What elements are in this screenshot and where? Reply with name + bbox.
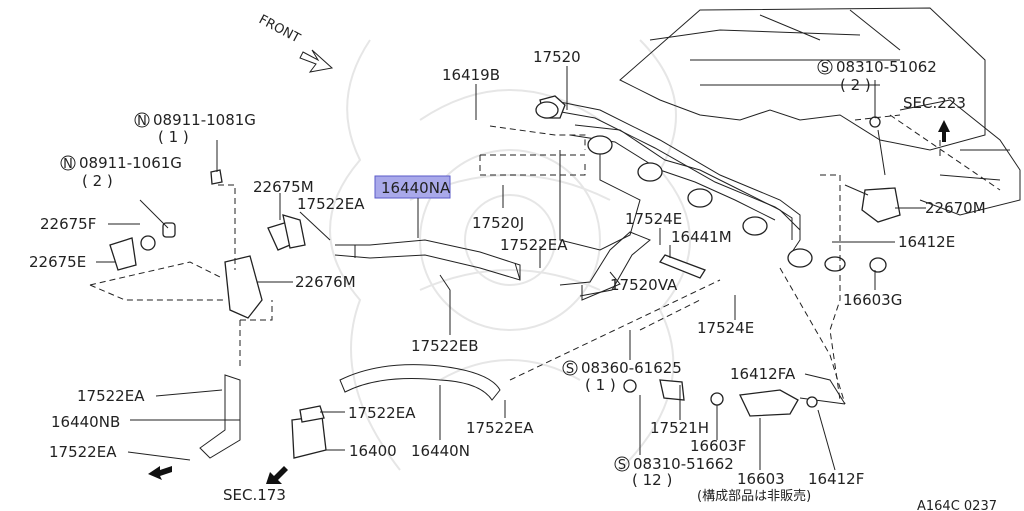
label-16412e: 16412E [898, 233, 955, 251]
label-sec223: SEC.223 [903, 94, 966, 112]
label-16603: 16603 [737, 470, 785, 488]
label-17521h: 17521H [650, 419, 709, 437]
label-16441m: 16441M [671, 228, 732, 246]
fuel-hoses [199, 231, 706, 459]
arrow-up-icon [938, 120, 950, 142]
label-17520j: 17520J [472, 214, 524, 232]
prefix-s2: S [566, 362, 574, 377]
fuel-filter [291, 405, 327, 459]
injector-assembly [623, 379, 846, 417]
label-22670m: 22670M [925, 199, 986, 217]
label-08911-1061g-qty: ( 2 ) [82, 172, 113, 190]
fuel-pressure-regulator [844, 80, 901, 223]
label-sec173: SEC.173 [223, 486, 286, 504]
label-17522ea-left1: 17522EA [77, 387, 145, 405]
label-16419b: 16419B [442, 66, 500, 84]
label-08310-51662-qty: ( 12 ) [632, 471, 672, 489]
arrow-left-icon [148, 466, 172, 480]
prefix-s1: S [821, 61, 829, 76]
label-08310-51062-qty: ( 2 ) [840, 76, 871, 94]
label-17522ea-left2: 17522EA [49, 443, 117, 461]
label-08310-51662: 08310-51662 [633, 455, 734, 473]
prefix-s3: S [618, 458, 626, 473]
label-17524e-top: 17524E [625, 210, 682, 228]
dashed-guides [89, 114, 1001, 405]
label-17520va: 17520VA [610, 276, 678, 294]
label-08911-1081g: 08911-1081G [153, 111, 256, 129]
label-diagram-code: A164C 0237 [917, 499, 997, 511]
prefix-n1: N [137, 114, 147, 129]
injector-bosses [535, 101, 887, 273]
label-16412f: 16412F [808, 470, 864, 488]
circle-prefixes: N N S S S [60, 59, 833, 473]
label-16440nb: 16440NB [51, 413, 120, 431]
label-17522ea-right: 17522EA [466, 419, 534, 437]
prefix-n2: N [63, 157, 73, 172]
part-labels: 16419B 17520 08310-51062 ( 2 ) SEC.223 0… [29, 48, 997, 511]
label-17522ea-top: 17522EA [297, 195, 365, 213]
label-17522ea-center: 17522EA [348, 404, 416, 422]
front-direction-indicator: FRONT [256, 12, 334, 73]
label-22675e: 22675E [29, 253, 86, 271]
arrow-down-left-icon [266, 466, 288, 484]
label-08310-51062: 08310-51062 [836, 58, 937, 76]
highlight-16440na [374, 175, 451, 199]
label-16412fa: 16412FA [730, 365, 796, 383]
label-22675f: 22675F [40, 215, 96, 233]
label-17520: 17520 [533, 48, 581, 66]
label-16603g: 16603G [843, 291, 902, 309]
label-16440na: 16440NA [381, 179, 451, 197]
label-17524e-bot: 17524E [697, 319, 754, 337]
label-08911-1081g-qty: ( 1 ) [158, 128, 189, 146]
label-22675m: 22675M [253, 178, 314, 196]
label-16440n: 16440N [411, 442, 470, 460]
front-arrow-icon [299, 49, 334, 73]
leader-lines [96, 66, 926, 471]
label-22676m: 22676M [295, 273, 356, 291]
intake-manifold [559, 7, 1021, 251]
label-16400: 16400 [349, 442, 397, 460]
label-17522ea-mid: 17522EA [500, 236, 568, 254]
label-16603f: 16603F [690, 437, 746, 455]
label-08360-61625-qty: ( 1 ) [585, 376, 616, 394]
label-note-not-sold: (構成部品は非販売) [697, 488, 811, 504]
label-08911-1061g: 08911-1061G [79, 154, 182, 172]
label-08360-61625: 08360-61625 [581, 359, 682, 377]
label-17522eb: 17522EB [411, 337, 479, 355]
output-arrows [148, 120, 950, 484]
front-label: FRONT [256, 12, 302, 46]
